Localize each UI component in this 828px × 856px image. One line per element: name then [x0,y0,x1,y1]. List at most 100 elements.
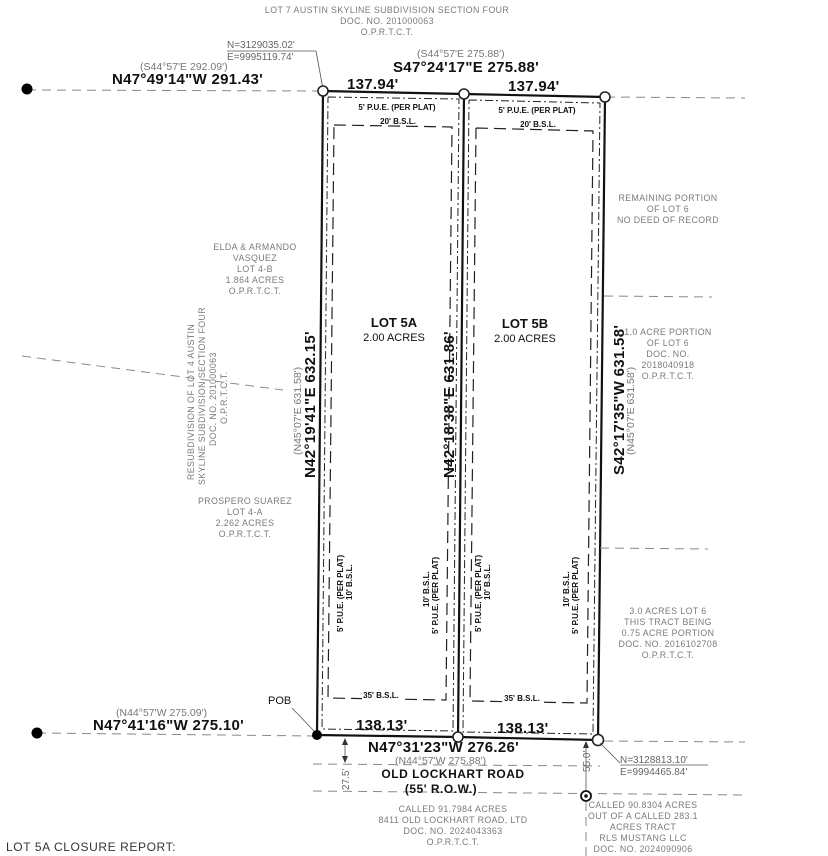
svg-text:(N45°07'E 631.58'): (N45°07'E 631.58') [292,367,304,455]
svg-text:3.0 ACRES LOT 6: 3.0 ACRES LOT 6 [629,606,706,616]
found-iron-rod-icon [31,727,43,739]
west-lot-line [21,355,284,391]
svg-text:2018040918: 2018040918 [642,360,695,370]
east-adjoiner-remaining: REMAINING PORTION OF LOT 6 NO DEED OF RE… [617,193,719,225]
lot-5b-west-setback-label: 5' P.U.E. (PER PLAT) 10' B.S.L. [474,554,492,632]
svg-text:(N45°07'E 631.58'): (N45°07'E 631.58') [625,367,637,455]
svg-text:LOT 5A: LOT 5A [371,315,418,330]
iron-rod-set-icon [452,731,464,743]
svg-text:2.00 ACRES: 2.00 ACRES [494,333,556,345]
svg-text:N47°49'14"W 291.43': N47°49'14"W 291.43' [112,71,263,88]
svg-text:O.P.R.T.C.T.: O.P.R.T.C.T. [229,286,282,296]
svg-text:O.P.R.T.C.T.: O.P.R.T.C.T. [642,371,695,381]
lot-5a-pue-line [321,96,460,732]
svg-text:(S44°57'E 292.09'): (S44°57'E 292.09') [140,61,228,73]
svg-text:10' B.S.L.: 10' B.S.L. [562,571,571,607]
east-lot-line-upper [603,295,713,298]
svg-text:(N44°57'W 275.09'): (N44°57'W 275.09') [116,707,207,719]
svg-text:E=9995119.74': E=9995119.74' [227,52,294,63]
svg-text:THIS TRACT BEING: THIS TRACT BEING [624,617,712,627]
svg-text:0.75 ACRE PORTION: 0.75 ACRE PORTION [622,628,715,638]
svg-text:LOT 7 AUSTIN SKYLINE SUBDIVISI: LOT 7 AUSTIN SKYLINE SUBDIVISION SECTION… [265,5,509,15]
svg-text:CALLED 91.7984 ACRES: CALLED 91.7984 ACRES [399,804,508,814]
svg-text:(N44°57'W 275.88'): (N44°57'W 275.88') [395,755,486,767]
svg-text:8411 OLD LOCKHART ROAD, LTD: 8411 OLD LOCKHART ROAD, LTD [379,815,528,825]
svg-text:PROSPERO SUAREZ: PROSPERO SUAREZ [198,496,292,506]
lot-5b-pue-line [462,99,601,735]
svg-text:138.13': 138.13' [356,717,408,734]
north-adjoiner-label: LOT 7 AUSTIN SKYLINE SUBDIVISION SECTION… [265,5,509,37]
svg-text:O.P.R.T.C.T.: O.P.R.T.C.T. [219,371,229,424]
pob-leader [291,707,315,732]
east-adjoiner-one-acre: 1.0 ACRE PORTION OF LOT 6 DOC. NO. 20180… [624,327,711,381]
svg-text:CALLED 90.8304 ACRES: CALLED 90.8304 ACRES [589,800,698,810]
west-adjoiner-vasquez: ELDA & ARMANDO VASQUEZ LOT 4-B 1.864 ACR… [213,242,296,296]
svg-text:(S44°57'E 275.88'): (S44°57'E 275.88') [417,48,505,60]
svg-text:NO DEED OF RECORD: NO DEED OF RECORD [617,215,719,225]
svg-text:35' B.S.L.: 35' B.S.L. [504,694,540,703]
west-adjoiner-suarez: PROSPERO SUAREZ LOT 4-A 2.262 ACRES O.P.… [198,496,292,539]
svg-text:S42°17'35"W 631.58': S42°17'35"W 631.58' [611,325,628,475]
northwest-coordinates: N=3129035.02' E=9995119.74' [227,40,324,90]
svg-text:E=9994465.84': E=9994465.84' [620,767,687,778]
west-adjoiner-resubdivision: RESUBDIVISION OF LOT 4 AUSTIN SKYLINE SU… [186,307,229,485]
svg-text:20' B.S.L.: 20' B.S.L. [380,117,416,126]
pob-monument-icon [312,730,322,740]
svg-text:N47°31'23"W 276.26': N47°31'23"W 276.26' [368,739,519,756]
svg-text:138.13': 138.13' [497,720,549,737]
north-line-extension [605,96,746,99]
svg-text:5' P.U.E. (PER PLAT): 5' P.U.E. (PER PLAT) [474,554,483,632]
svg-text:137.94': 137.94' [347,76,399,93]
svg-text:55.0': 55.0' [582,751,593,772]
svg-text:5' P.U.E. (PER PLAT): 5' P.U.E. (PER PLAT) [358,103,436,112]
svg-text:N=3128813.10': N=3128813.10' [620,755,688,766]
svg-text:DOC. NO. 201000063: DOC. NO. 201000063 [340,16,434,26]
svg-text:OUT OF A CALLED 283.1: OUT OF A CALLED 283.1 [588,811,698,821]
svg-text:137.94': 137.94' [508,78,560,95]
svg-text:O.P.R.T.C.T.: O.P.R.T.C.T. [427,837,480,847]
road-row-width: (55' R.O.W.) [405,782,477,796]
svg-text:10' B.S.L.: 10' B.S.L. [345,564,354,600]
coordinate-leader-line [599,742,621,764]
svg-text:DOC. NO. 2024043363: DOC. NO. 2024043363 [403,826,502,836]
svg-text:OF LOT 6: OF LOT 6 [647,204,689,214]
svg-text:35' B.S.L.: 35' B.S.L. [363,691,399,700]
svg-text:REMAINING PORTION: REMAINING PORTION [618,193,717,203]
lot-5b-label: LOT 5B 2.00 ACRES [494,316,556,345]
lot-5a-west-setback-label: 5' P.U.E. (PER PLAT) 10' B.S.L. [336,554,354,632]
road-centerline [312,763,601,767]
svg-text:O.P.R.T.C.T.: O.P.R.T.C.T. [219,529,272,539]
svg-text:VASQUEZ: VASQUEZ [233,253,277,263]
iron-rod-set-icon [599,91,611,103]
pob-label: POB [268,695,291,707]
svg-text:5' P.U.E. (PER PLAT): 5' P.U.E. (PER PLAT) [571,556,580,634]
iron-rod-set-icon [458,88,470,100]
south-adjoiner-west: CALLED 91.7984 ACRES 8411 OLD LOCKHART R… [379,804,528,847]
road-south-row-line [312,790,746,796]
svg-text:DOC. NO. 201000063: DOC. NO. 201000063 [208,352,218,446]
svg-text:LOT 4-B: LOT 4-B [237,264,273,274]
svg-text:OF LOT 6: OF LOT 6 [647,338,689,348]
svg-text:DOC. NO. 2016102708: DOC. NO. 2016102708 [618,639,717,649]
svg-text:5' P.U.E. (PER PLAT): 5' P.U.E. (PER PLAT) [336,554,345,632]
road-name: OLD LOCKHART ROAD [381,767,524,781]
lot-5b-bsl-line [469,127,594,704]
svg-text:1.0 ACRE PORTION: 1.0 ACRE PORTION [624,327,711,337]
svg-text:O.P.R.T.C.T.: O.P.R.T.C.T. [361,27,414,37]
svg-text:5' P.U.E. (PER PLAT): 5' P.U.E. (PER PLAT) [498,106,576,115]
svg-text:N42°18'38"E 631.86': N42°18'38"E 631.86' [441,331,458,478]
svg-text:10' B.S.L.: 10' B.S.L. [422,571,431,607]
road-row-line-east [603,740,746,743]
svg-text:N42°19'41"E 632.15': N42°19'41"E 632.15' [302,331,319,478]
svg-text:20' B.S.L.: 20' B.S.L. [520,120,556,129]
svg-text:LOT 4-A: LOT 4-A [227,507,263,517]
lot-5a-bsl-line [327,124,453,701]
northwest-tie-line [26,89,323,92]
svg-text:S47°24'17"E 275.88': S47°24'17"E 275.88' [393,59,539,76]
svg-text:N47°41'16"W 275.10': N47°41'16"W 275.10' [93,717,244,734]
east-lot-line-lower [599,547,709,550]
svg-text:ACRES TRACT: ACRES TRACT [610,822,677,832]
svg-text:LOT 5B: LOT 5B [502,316,548,331]
svg-text:SKYLINE SUBDIVISION SECTION FO: SKYLINE SUBDIVISION SECTION FOUR [197,307,207,485]
svg-text:5' P.U.E. (PER PLAT): 5' P.U.E. (PER PLAT) [431,556,440,634]
